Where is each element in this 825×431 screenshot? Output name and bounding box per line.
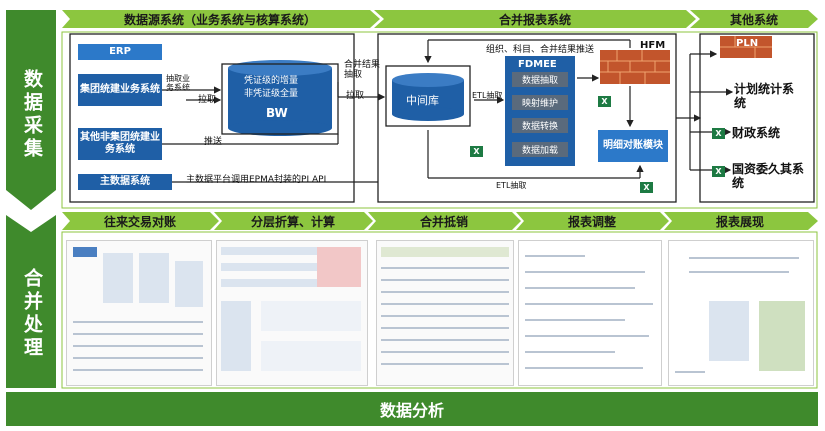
side-label-collection: 数据采集	[21, 69, 43, 161]
stage-header: 合并抵销	[419, 214, 468, 229]
stage-screenshot-translation	[216, 240, 368, 386]
excel-icon: X	[598, 96, 611, 107]
edge-label-push: 推送	[204, 137, 223, 147]
bw-desc-1: 凭证级的增量	[244, 76, 299, 86]
stage-screenshot-presentation	[668, 240, 814, 386]
stage-screenshot-elimination	[376, 240, 514, 386]
master-data-box: 主数据系统	[78, 174, 172, 190]
fdmee-item: 映射维护	[512, 95, 568, 110]
edge-label-master-api: 主数据平台调用EPMA封装的PI API	[186, 175, 327, 185]
stage-header: 报表调整	[567, 214, 616, 229]
side-label-consolidation: 合并处理	[21, 268, 43, 360]
stage-header: 分层折算、计算	[250, 214, 335, 229]
edge-label-merge-extract: 合并结果抽取	[344, 60, 381, 80]
edge-label-etl-bottom: ETL抽取	[496, 181, 527, 190]
excel-icon: X	[712, 166, 725, 177]
edge-label-extract: 抽取业务系统	[166, 74, 190, 92]
edge-label-push-top: 组织、科目、合并结果推送	[486, 45, 595, 55]
planning-system: 计划统计系统	[734, 82, 795, 110]
middle-db-label: 中间库	[406, 94, 439, 107]
pln-label: PLN	[736, 38, 759, 49]
edge-label-pull-2: 拉取	[346, 91, 365, 101]
edge-label-etl: ETL抽取	[472, 91, 503, 100]
sasac-system: 国资委久其系统	[732, 162, 805, 190]
fdmee-title: FDMEE	[518, 59, 557, 70]
stage-header: 报表展现	[715, 214, 764, 229]
bw-title: BW	[266, 106, 288, 120]
database-icon	[392, 73, 464, 121]
edge-label-pull: 拉取	[198, 95, 217, 105]
side-label-analysis: 数据分析	[379, 401, 444, 420]
detail-ledger-box: 明细对账模块	[598, 130, 668, 162]
group-business-box: 集团统建业务系统	[78, 74, 162, 106]
fdmee-item: 数据加载	[512, 142, 568, 157]
stage-screenshot-adjustment	[518, 240, 662, 386]
header-other-systems: 其他系统	[729, 12, 778, 27]
hfm-label: HFM	[640, 40, 666, 51]
header-source-systems: 数据源系统（业务系统与核算系统）	[123, 12, 316, 27]
other-business-box: 其他非集团统建业务系统	[78, 128, 162, 160]
fdmee-item: 数据抽取	[512, 72, 568, 87]
excel-icon: X	[712, 128, 725, 139]
finance-system: 财政系统	[732, 126, 781, 140]
excel-icon: X	[640, 182, 653, 193]
stage-screenshot-reconciliation	[66, 240, 212, 386]
excel-icon: X	[470, 146, 483, 157]
header-consolidation-system: 合并报表系统	[498, 12, 571, 27]
stage-header: 往来交易对账	[103, 214, 176, 229]
bw-desc-2: 非凭证级全量	[244, 89, 299, 99]
firewall-icon	[720, 36, 772, 58]
firewall-icon	[600, 50, 670, 84]
fdmee-item: 数据转换	[512, 118, 568, 133]
erp-box: ERP	[78, 44, 162, 60]
